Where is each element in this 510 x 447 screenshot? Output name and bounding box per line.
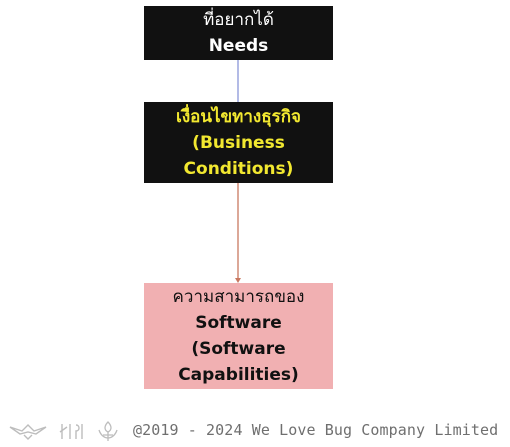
business-en-line1: (Business	[192, 132, 285, 153]
software-en-line2: (Software	[191, 339, 286, 359]
copyright-text: @2019 - 2024 We Love Bug Company Limited	[133, 421, 499, 439]
arrowhead-software	[235, 278, 241, 283]
software-thai-label: ความสามารถของ	[172, 287, 305, 307]
script-logo-icon	[59, 424, 83, 439]
needs-en-label: Needs	[208, 36, 269, 56]
software-en-line3: Capabilities)	[178, 365, 299, 385]
bird-logo-icon	[9, 424, 47, 440]
software-capabilities-node: ความสามารถของ Software (Software Capabil…	[144, 283, 333, 389]
business-en-line2: Conditions)	[183, 158, 294, 179]
company-logo	[8, 418, 120, 444]
software-en-line1: Software	[195, 313, 282, 333]
business-conditions-node: เงื่อนไขทางธุรกิจ (Business Conditions)	[144, 102, 333, 183]
business-thai-label: เงื่อนไขทางธุรกิจ	[176, 106, 301, 127]
needs-node: ที่อยากได้ Needs	[144, 6, 333, 60]
needs-thai-label: ที่อยากได้	[203, 10, 274, 30]
flower-logo-icon	[98, 421, 118, 441]
footer: @2019 - 2024 We Love Bug Company Limited	[0, 418, 510, 444]
